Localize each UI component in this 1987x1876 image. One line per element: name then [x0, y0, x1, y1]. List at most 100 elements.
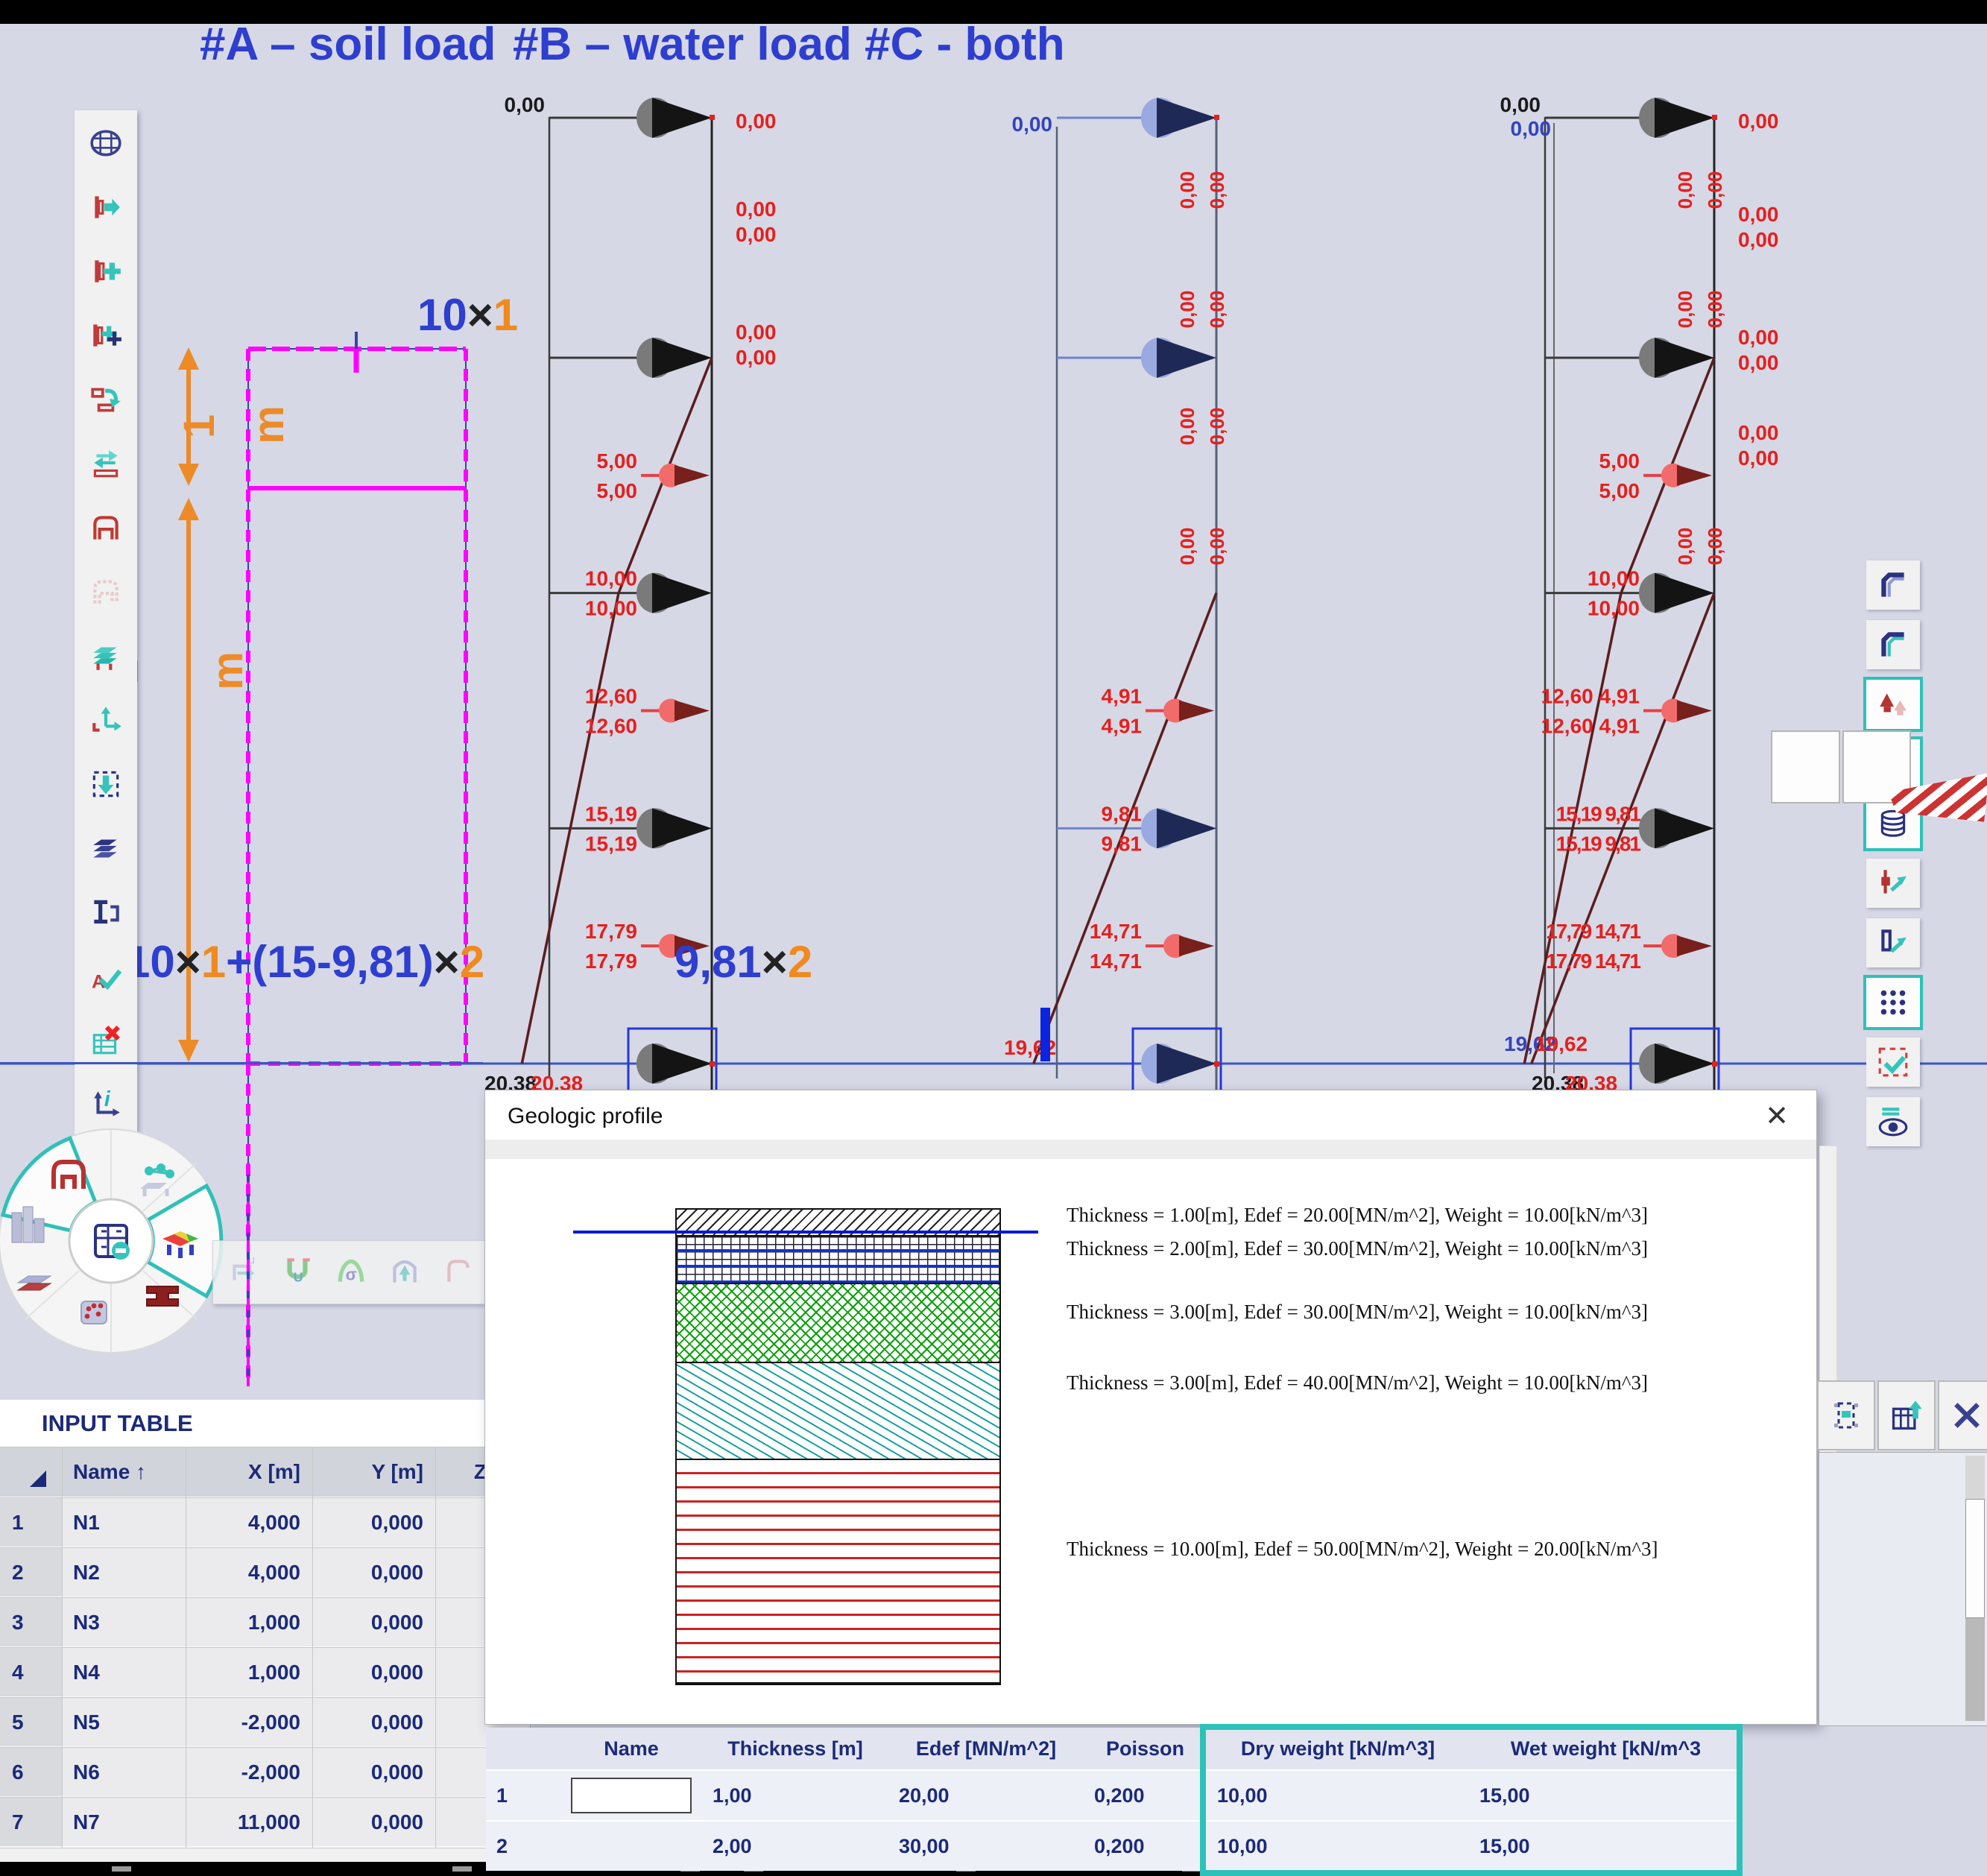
- mini-arch-up-icon[interactable]: [388, 1254, 422, 1292]
- model-grid-icon[interactable]: [94, 1224, 130, 1260]
- input-cell[interactable]: 0,000: [312, 1497, 437, 1549]
- input-cell[interactable]: N5: [62, 1697, 187, 1749]
- mini-displacement-u-icon[interactable]: U: [280, 1254, 315, 1292]
- support-arrow-icon[interactable]: [82, 183, 130, 231]
- corner-frame-icon[interactable]: [1866, 560, 1920, 610]
- cell[interactable]: 10,00: [1217, 1784, 1268, 1807]
- plate-stack-icon[interactable]: [16, 1275, 52, 1291]
- input-cell[interactable]: 6: [0, 1747, 63, 1798]
- visibility-eye-icon[interactable]: [1866, 1097, 1920, 1146]
- node-structure-icon[interactable]: [140, 1163, 174, 1196]
- beam-section-icon[interactable]: [82, 888, 130, 936]
- input-cell[interactable]: 1,000: [186, 1597, 314, 1649]
- input-cell[interactable]: 4,000: [186, 1497, 314, 1549]
- fem-plate-icon[interactable]: [162, 1231, 198, 1258]
- input-cell[interactable]: 2: [0, 1547, 63, 1599]
- mini-frame-cut-icon[interactable]: [441, 1254, 476, 1292]
- corner-frame-teal-icon[interactable]: [1866, 620, 1920, 669]
- input-cell[interactable]: 0,000: [312, 1597, 437, 1649]
- dots-grid-icon[interactable]: [1863, 975, 1923, 1030]
- input-cell[interactable]: N2: [62, 1547, 187, 1599]
- grid-globe-icon[interactable]: [82, 119, 130, 167]
- mini-frame-arrow-icon[interactable]: u: [227, 1254, 261, 1292]
- input-column-header[interactable]: [0, 1447, 63, 1499]
- info-axis-icon[interactable]: i: [82, 1081, 130, 1128]
- radial-menu[interactable]: [0, 1122, 236, 1362]
- input-cell[interactable]: 0,000: [312, 1547, 437, 1599]
- buildings-icon[interactable]: [11, 1206, 45, 1243]
- input-cell[interactable]: 1: [0, 1497, 63, 1549]
- input-cell[interactable]: 0,000: [312, 1697, 437, 1749]
- close-table-button[interactable]: [1938, 1380, 1987, 1450]
- frame-red-icon[interactable]: [82, 504, 130, 552]
- input-table-title: INPUT TABLE: [42, 1410, 193, 1436]
- node-arrow-icon[interactable]: [1866, 918, 1920, 967]
- input-cell[interactable]: -2,000: [186, 1747, 314, 1798]
- cell[interactable]: [560, 1778, 702, 1813]
- input-cell[interactable]: N7: [62, 1797, 187, 1848]
- close-icon[interactable]: ✕: [1765, 1101, 1789, 1132]
- cell[interactable]: 15,00: [1479, 1784, 1530, 1807]
- svg-text:10,00: 10,00: [585, 567, 637, 590]
- input-cell[interactable]: N4: [62, 1647, 187, 1699]
- input-cell[interactable]: 4: [0, 1647, 63, 1699]
- cell[interactable]: 30,00: [899, 1834, 950, 1857]
- cell[interactable]: 1: [496, 1784, 508, 1807]
- steel-section-icon[interactable]: [146, 1286, 179, 1307]
- cell[interactable]: 2: [496, 1834, 508, 1857]
- input-cell[interactable]: 7: [0, 1797, 63, 1848]
- input-column-header[interactable]: Name ↑: [62, 1447, 187, 1499]
- slider-node-icon[interactable]: [1866, 859, 1920, 908]
- layers-teal-icon[interactable]: [82, 632, 130, 680]
- input-column-header[interactable]: Y [m]: [312, 1447, 437, 1499]
- swap-arrows-icon[interactable]: [82, 440, 130, 487]
- scrollbar-thumb[interactable]: [1965, 1499, 1985, 1618]
- soil-table-row[interactable]: 2 2,00 30,00 0,200 10,00 15,00: [486, 1820, 1743, 1871]
- input-column-header[interactable]: X [m]: [186, 1447, 314, 1499]
- support-rotate-icon[interactable]: [82, 376, 130, 423]
- input-cell[interactable]: 0,000: [312, 1647, 437, 1699]
- cell[interactable]: 20,00: [899, 1784, 950, 1807]
- input-cell[interactable]: 0,000: [312, 1747, 437, 1798]
- cell[interactable]: 10,00: [1217, 1834, 1268, 1857]
- cell[interactable]: 0,200: [1094, 1784, 1145, 1807]
- table-export-button[interactable]: [1877, 1380, 1936, 1450]
- support-add2-icon[interactable]: [82, 312, 130, 359]
- layers-navy-icon[interactable]: [82, 824, 130, 872]
- input-cell[interactable]: 4,000: [186, 1547, 314, 1599]
- load-figures-icon[interactable]: [1863, 677, 1923, 732]
- soil-table-row[interactable]: 1 1,00 20,00 0,200 10,00 15,00: [486, 1769, 1743, 1820]
- check-text-icon[interactable]: A: [82, 953, 130, 1000]
- axis-cross-icon[interactable]: [82, 696, 130, 744]
- cell[interactable]: 0,200: [1094, 1834, 1145, 1857]
- input-cell[interactable]: 1,000: [186, 1647, 314, 1699]
- frame-faded-icon[interactable]: [82, 568, 130, 616]
- input-cell[interactable]: 5: [0, 1697, 63, 1749]
- input-cell[interactable]: N3: [62, 1597, 187, 1649]
- cell[interactable]: 1,00: [713, 1784, 752, 1807]
- paste-down-icon[interactable]: [82, 760, 130, 808]
- input-cell[interactable]: N6: [62, 1747, 187, 1798]
- table-delete-icon[interactable]: [82, 1017, 130, 1064]
- cell[interactable]: 15,00: [1479, 1834, 1530, 1857]
- selection-check-icon[interactable]: [1866, 1038, 1920, 1087]
- solid-block-icon[interactable]: [80, 1301, 107, 1324]
- input-cell[interactable]: 3: [0, 1597, 63, 1649]
- frame-structure-icon[interactable]: [51, 1160, 86, 1189]
- input-cell[interactable]: N1: [62, 1497, 187, 1549]
- input-cell[interactable]: 11,000: [186, 1797, 314, 1848]
- cell[interactable]: 2,00: [713, 1834, 752, 1857]
- name-input[interactable]: [571, 1778, 692, 1813]
- input-cell[interactable]: 0,000: [312, 1797, 437, 1848]
- column-select-button[interactable]: [1817, 1380, 1875, 1450]
- input-cell[interactable]: -2,000: [186, 1697, 314, 1749]
- mini-stress-sigma-icon[interactable]: σ: [334, 1254, 368, 1292]
- support-add-icon[interactable]: [82, 247, 130, 295]
